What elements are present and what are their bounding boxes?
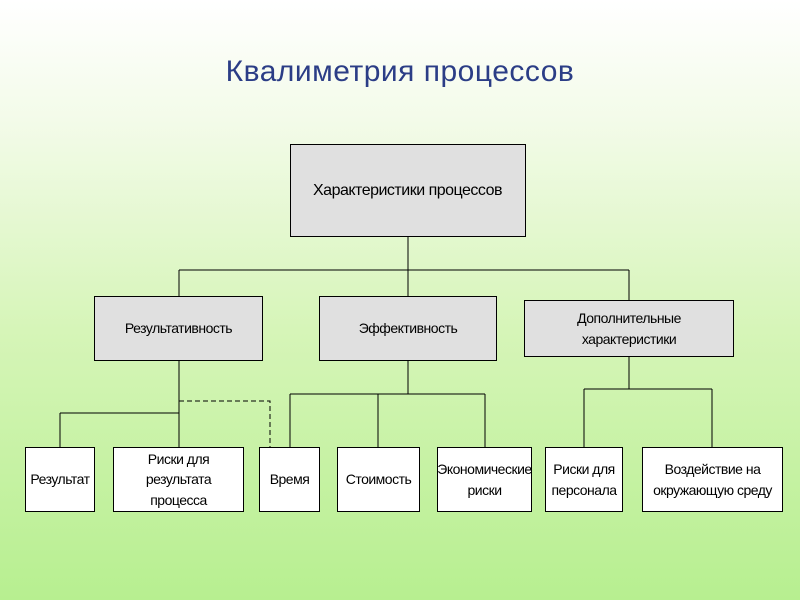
node-additional-characteristics: Дополнительные характеристики [524,300,734,357]
node-result-risks: Риски для результата процесса [113,447,244,512]
slide-title: Квалиметрия процессов [225,55,575,88]
node-cost: Стоимость [337,447,420,512]
node-environment-impact: Воздействие на окружающую среду [642,447,783,512]
connector-dashed-link [179,400,271,447]
node-personnel-risks: Риски для персонала [545,447,623,512]
node-results: Результативность [94,296,263,361]
node-time: Время [259,447,320,512]
node-result: Результат [25,447,95,512]
node-process-characteristics: Характеристики процессов [290,144,526,237]
node-economic-risks: Экономические риски [437,447,532,512]
node-efficiency: Эффективность [319,296,497,361]
